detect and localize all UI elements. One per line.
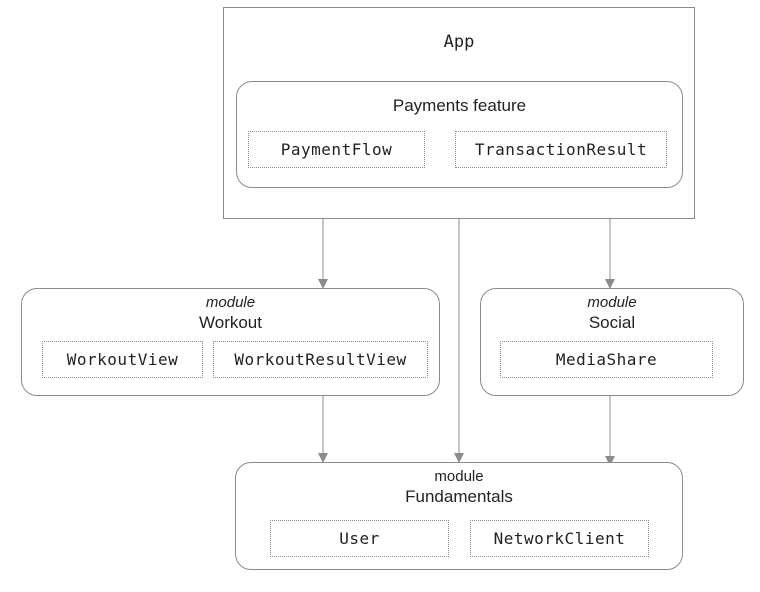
workout-result-view-item: WorkoutResultView xyxy=(213,341,428,378)
transaction-result-item: TransactionResult xyxy=(455,131,667,168)
workout-view-item: WorkoutView xyxy=(42,341,203,378)
fundamentals-module-box: module Fundamentals User NetworkClient xyxy=(235,462,683,570)
social-stereotype: module xyxy=(587,294,637,311)
media-share-label: MediaShare xyxy=(555,350,658,369)
fundamentals-title: Fundamentals xyxy=(405,487,513,506)
payments-feature-title: Payments feature xyxy=(392,96,527,115)
user-label: User xyxy=(339,529,380,548)
user-item: User xyxy=(270,520,449,557)
workout-view-label: WorkoutView xyxy=(66,350,179,369)
workout-module-box: module Workout WorkoutView WorkoutResult… xyxy=(21,288,440,396)
payment-flow-item: PaymentFlow xyxy=(248,131,425,168)
transaction-result-label: TransactionResult xyxy=(474,140,648,159)
fundamentals-stereotype: module xyxy=(434,468,484,485)
network-client-label: NetworkClient xyxy=(493,529,626,548)
workout-stereotype: module xyxy=(205,294,256,311)
workout-result-view-label: WorkoutResultView xyxy=(234,350,407,369)
app-title: App xyxy=(443,32,475,52)
social-module-box: module Social MediaShare xyxy=(480,288,744,396)
network-client-item: NetworkClient xyxy=(470,520,649,557)
workout-title: Workout xyxy=(199,313,262,332)
payment-flow-label: PaymentFlow xyxy=(280,140,393,159)
payments-feature-box: Payments feature PaymentFlow Transaction… xyxy=(236,81,683,188)
media-share-item: MediaShare xyxy=(500,341,713,378)
social-title: Social xyxy=(588,313,636,332)
app-box: App Payments feature PaymentFlow Transac… xyxy=(223,7,695,219)
